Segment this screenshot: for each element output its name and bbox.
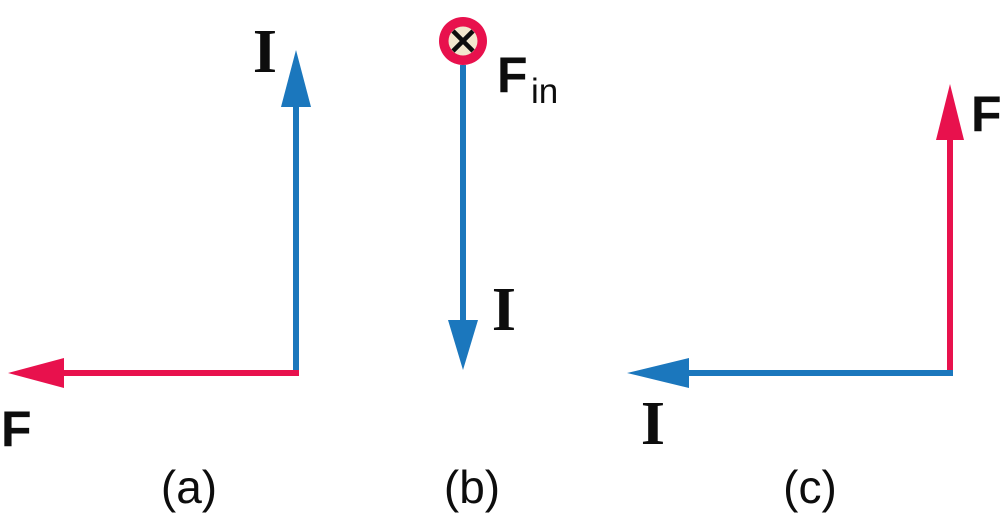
force-label: F [971,86,1000,142]
panel-caption: (b) [444,461,500,513]
current-arrow-left [627,358,953,388]
panel-caption: (c) [783,461,837,513]
force-label-subscript: in [531,72,558,111]
current-label: I [641,390,665,458]
current-arrow-up [281,50,311,376]
force-arrowhead-left-icon [8,358,64,388]
current-arrowhead-down-icon [448,320,478,370]
current-arrow-down [448,65,478,370]
current-label: I [253,18,277,86]
panel-caption: (a) [161,461,217,513]
force-arrow-up [936,84,964,376]
panel-c: F I (c) [627,84,1000,513]
force-arrow-left [8,358,299,388]
current-label: I [492,276,516,344]
current-arrowhead-up-icon [281,50,311,107]
force-arrowhead-up-icon [936,84,964,140]
current-arrowhead-left-icon [627,358,689,388]
force-label: F [497,47,528,103]
panel-b: F in I (b) [439,17,558,513]
into-page-symbol [439,17,487,65]
panel-a: I F (a) [1,18,311,513]
force-label: F [1,401,32,457]
into-page-x-icon [451,29,475,53]
